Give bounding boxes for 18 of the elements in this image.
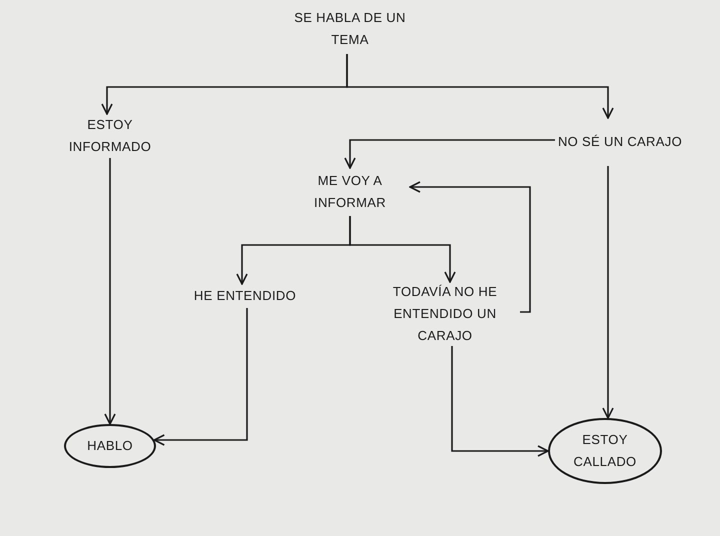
terminal-ellipse bbox=[548, 418, 662, 484]
arrow bbox=[349, 216, 456, 283]
step-text: NO SÉ UN CARAJO bbox=[558, 133, 682, 151]
arrow bbox=[153, 308, 248, 446]
step-text: ESTOY CALLADO bbox=[572, 431, 638, 471]
step-text: HABLO bbox=[87, 437, 133, 455]
terminal-ellipse bbox=[64, 424, 156, 468]
arrow bbox=[409, 181, 531, 313]
arrow bbox=[602, 166, 614, 419]
arrow bbox=[344, 139, 555, 169]
step-text: ME VOY A INFORMAR bbox=[313, 172, 387, 212]
step-text: HE ENTENDIDO bbox=[194, 287, 296, 305]
step-text: ESTOY INFORMADO bbox=[68, 116, 152, 156]
step-text: TODAVÍA NO HE ENTENDIDO UN CARAJO bbox=[392, 283, 498, 345]
arrow bbox=[451, 346, 549, 457]
arrow bbox=[104, 158, 116, 425]
arrow bbox=[346, 54, 614, 119]
step-text: SE HABLA DE UN TEMA bbox=[293, 9, 407, 49]
